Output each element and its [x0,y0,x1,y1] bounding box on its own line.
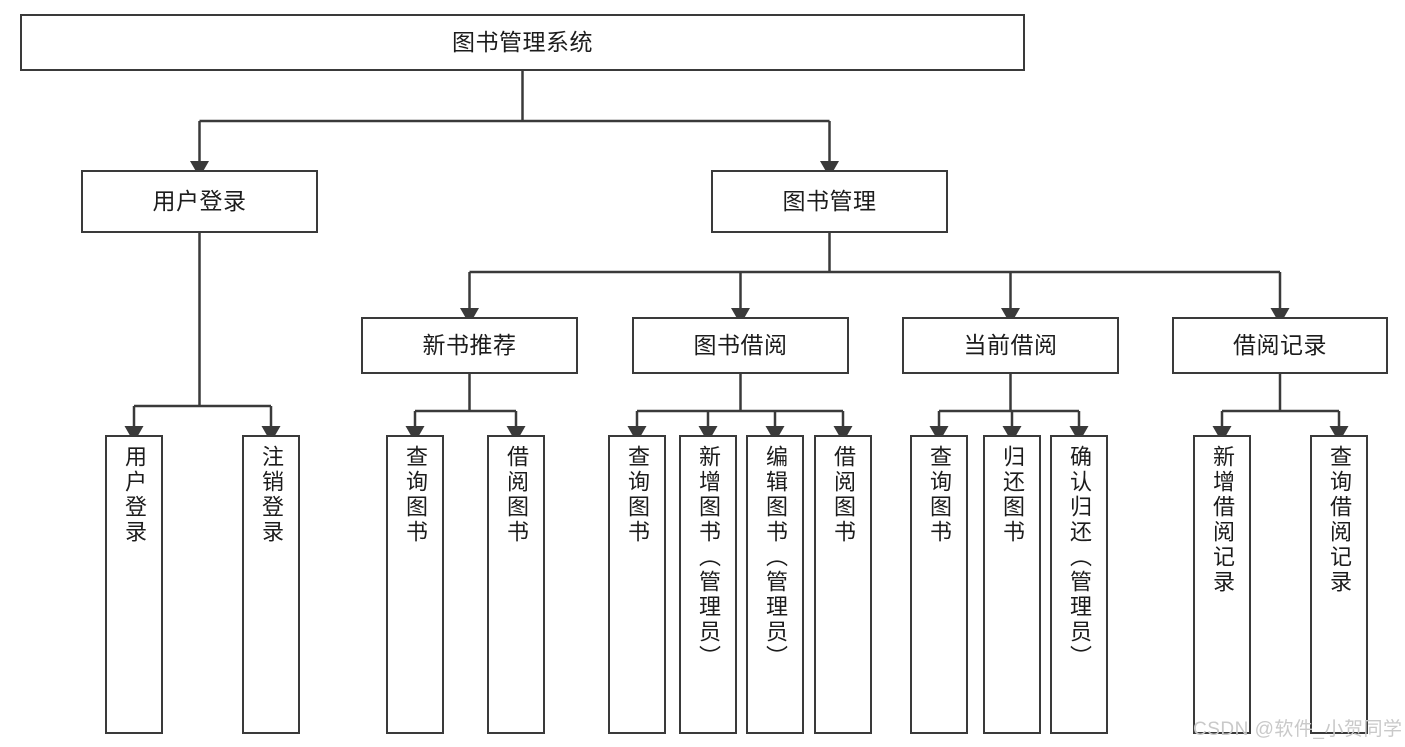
node-l-addrec[interactable]: 新增借阅记录 [1193,435,1251,734]
node-bookmgmt[interactable]: 图书管理 [711,170,948,233]
node-label-l-editbook: 编辑图书（管理员） [763,445,788,670]
node-label-l-query3: 查询图书 [927,445,952,545]
node-newbook[interactable]: 新书推荐 [361,317,578,374]
node-l-query1[interactable]: 查询图书 [386,435,444,734]
node-label-l-borrow1: 借阅图书 [504,445,529,545]
node-label-l-addrec: 新增借阅记录 [1210,445,1235,595]
node-label-l-confirm: 确认归还（管理员） [1067,445,1092,670]
node-records[interactable]: 借阅记录 [1172,317,1388,374]
node-l-addbook[interactable]: 新增图书（管理员） [679,435,737,734]
node-label-l-logout: 注销登录 [259,445,284,545]
node-label-borrow: 图书借阅 [693,332,788,359]
node-root[interactable]: 图书管理系统 [20,14,1025,71]
node-l-query3[interactable]: 查询图书 [910,435,968,734]
node-l-query2[interactable]: 查询图书 [608,435,666,734]
node-l-borrow2[interactable]: 借阅图书 [814,435,872,734]
node-label-l-queryrec: 查询借阅记录 [1327,445,1352,595]
node-label-login: 用户登录 [152,188,247,215]
node-login[interactable]: 用户登录 [81,170,318,233]
node-label-current: 当前借阅 [963,332,1058,359]
node-current[interactable]: 当前借阅 [902,317,1119,374]
node-label-l-return: 归还图书 [1000,445,1025,545]
node-label-l-userlogin: 用户登录 [122,445,147,545]
node-l-return[interactable]: 归还图书 [983,435,1041,734]
node-label-l-query2: 查询图书 [625,445,650,545]
node-l-editbook[interactable]: 编辑图书（管理员） [746,435,804,734]
node-l-borrow1[interactable]: 借阅图书 [487,435,545,734]
node-label-records: 借阅记录 [1233,332,1327,359]
node-label-l-addbook: 新增图书（管理员） [696,445,721,670]
node-l-logout[interactable]: 注销登录 [242,435,300,734]
node-l-userlogin[interactable]: 用户登录 [105,435,163,734]
node-label-newbook: 新书推荐 [422,332,517,359]
node-label-root: 图书管理系统 [452,29,593,56]
node-label-l-query1: 查询图书 [403,445,428,545]
node-l-queryrec[interactable]: 查询借阅记录 [1310,435,1368,734]
node-label-l-borrow2: 借阅图书 [831,445,856,545]
node-label-bookmgmt: 图书管理 [782,188,877,215]
node-borrow[interactable]: 图书借阅 [632,317,849,374]
node-l-confirm[interactable]: 确认归还（管理员） [1050,435,1108,734]
